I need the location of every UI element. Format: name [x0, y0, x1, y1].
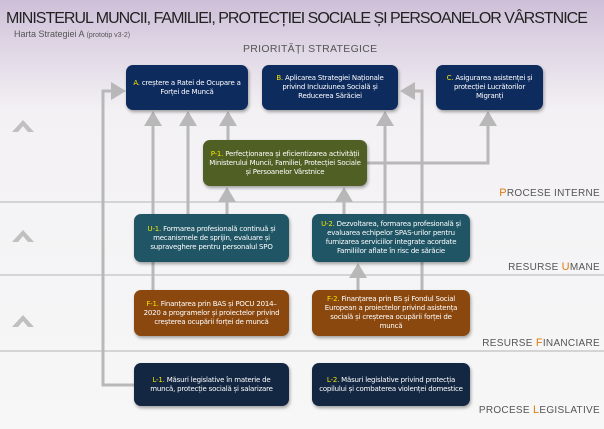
accent-letter: L: [532, 404, 540, 416]
box-code: F-2.: [326, 295, 340, 303]
box-u1[interactable]: U-1. Formarea profesională continuă și m…: [134, 214, 289, 262]
box-b[interactable]: B. Aplicarea Strategiei Naționale privin…: [262, 65, 398, 110]
box-code: P-1.: [210, 149, 224, 158]
box-f1[interactable]: F-1. Finanțarea prin BAS și POCU 2014–20…: [134, 290, 289, 336]
section-internal: PROCESE INTERNE: [499, 187, 600, 199]
section-strategic: PRIORITĂȚI STRATEGICE: [243, 43, 378, 55]
up-arrow-icon: [12, 315, 34, 327]
box-label: B. Aplicarea Strategiei Naționale privin…: [268, 74, 392, 101]
box-code: L-1.: [152, 375, 165, 384]
page-title: MINISTERUL MUNCII, FAMILIEI, PROTECȚIEI …: [6, 10, 588, 27]
section-financial: RESURSE FINANCIARE: [482, 337, 600, 349]
box-text: Finanțarea prin BS și Fondul Social Euro…: [324, 295, 458, 330]
up-arrow-icon: [12, 230, 34, 242]
section-text: EGISLATIVE: [539, 405, 600, 416]
box-code: F-1.: [146, 299, 159, 308]
subtitle-text: Harta Strategiei A: [14, 29, 85, 39]
box-text: Măsuri legislative privind protecția cop…: [319, 375, 463, 393]
box-u2[interactable]: U-2. Dezvoltarea, formarea profesională …: [312, 214, 470, 262]
page-subtitle: Harta Strategiei A (prototip v3-2): [14, 29, 130, 39]
box-label: L-1. Măsuri legislative în materie de mu…: [140, 376, 283, 394]
box-text: Dezvoltarea, formarea profesională și ev…: [325, 220, 461, 255]
box-text: Finanțarea prin BAS și POCU 2014–2020 a …: [143, 299, 280, 326]
box-code: U-2.: [321, 220, 335, 228]
box-label: U-1. Formarea profesională continuă și m…: [140, 225, 283, 252]
box-label: U-2. Dezvoltarea, formarea profesională …: [318, 220, 464, 256]
divider-internal: [0, 201, 604, 203]
section-human: RESURSE UMANE: [508, 261, 600, 273]
box-code: A.: [133, 78, 140, 87]
accent-letter: U: [561, 261, 570, 273]
section-legislative: PROCESE LEGISLATIVE: [479, 404, 600, 416]
section-text: ROCESE INTERNE: [506, 188, 600, 199]
box-text: Asigurarea asistenței și protecției Lucr…: [453, 74, 533, 100]
box-label: L-2. Măsuri legislative privind protecți…: [318, 376, 464, 394]
box-c[interactable]: C. Asigurarea asistenței și protecției L…: [436, 65, 543, 110]
box-code: C.: [446, 74, 454, 82]
box-f2[interactable]: F-2. Finanțarea prin BS și Fondul Social…: [312, 290, 470, 336]
divider-human: [0, 274, 604, 276]
box-p1[interactable]: P-1. Perfecționarea și eficientizarea ac…: [203, 140, 367, 186]
box-l1[interactable]: L-1. Măsuri legislative în materie de mu…: [134, 363, 289, 406]
accent-letter: P: [499, 187, 507, 199]
box-code: L-2.: [326, 375, 340, 384]
box-label: A. creștere a Ratei de Ocupare a Forței …: [132, 79, 242, 97]
box-label: P-1. Perfecționarea și eficientizarea ac…: [209, 150, 361, 177]
box-text: creștere a Ratei de Ocupare a Forței de …: [139, 78, 241, 96]
box-text: Măsuri legislative în materie de muncă, …: [150, 375, 273, 393]
version-label: (prototip v3-2): [86, 32, 131, 39]
section-text: RESURSE: [482, 338, 536, 349]
section-text: INANCIARE: [542, 338, 600, 349]
box-label: F-1. Finanțarea prin BAS și POCU 2014–20…: [140, 300, 283, 327]
section-text: RESURSE: [508, 262, 562, 273]
divider-financial: [0, 350, 604, 352]
section-text: MANE: [569, 262, 600, 273]
box-label: F-2. Finanțarea prin BS și Fondul Social…: [318, 295, 464, 331]
section-text: PROCESE: [478, 405, 533, 416]
box-label: C. Asigurarea asistenței și protecției L…: [442, 74, 537, 101]
box-code: U-1.: [147, 224, 162, 233]
accent-letter: F: [535, 337, 543, 349]
box-a[interactable]: A. creștere a Ratei de Ocupare a Forței …: [126, 65, 248, 110]
box-code: B.: [276, 74, 284, 82]
box-text: Aplicarea Strategiei Naționale privind I…: [282, 74, 384, 100]
up-arrow-icon: [12, 120, 34, 132]
box-text: Formarea profesională continuă și mecani…: [150, 224, 276, 251]
box-text: Perfecționarea și eficientizarea activit…: [209, 149, 361, 176]
box-l2[interactable]: L-2. Măsuri legislative privind protecți…: [312, 363, 470, 406]
